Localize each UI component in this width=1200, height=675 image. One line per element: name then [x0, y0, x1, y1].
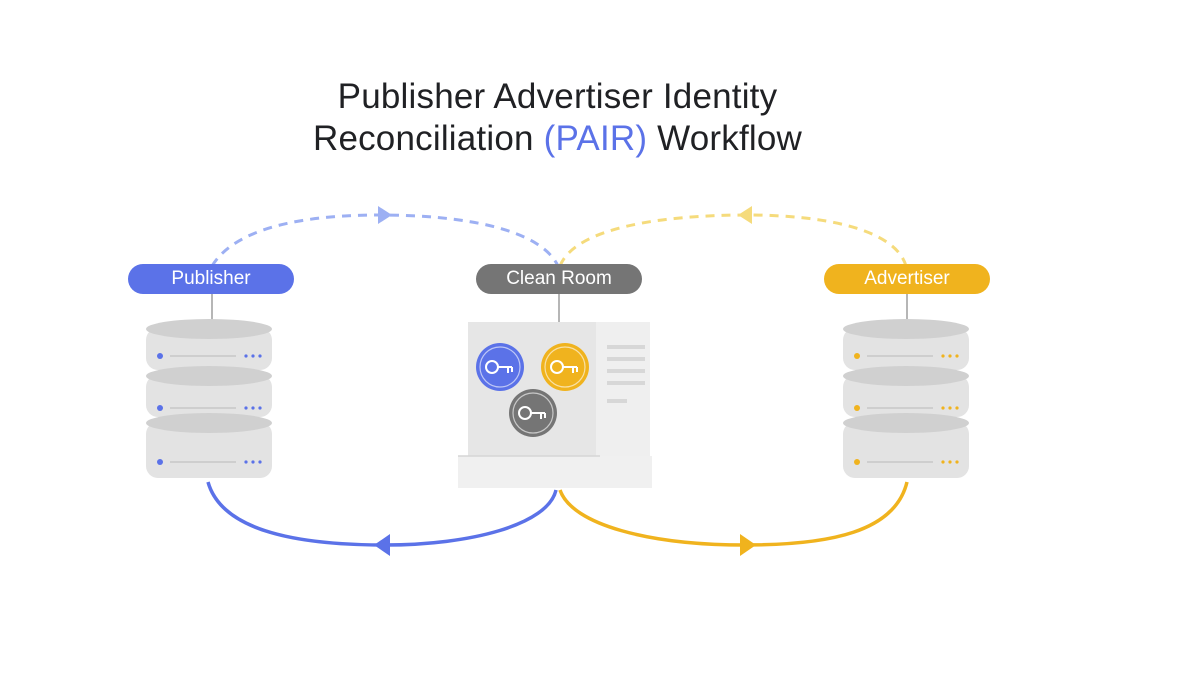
advertiser-key-icon — [541, 343, 589, 391]
title-line-1: Publisher Advertiser Identity — [337, 77, 778, 116]
clean-room-label: Clean Room — [476, 264, 642, 294]
title-line-2-start: Reconciliation — [312, 119, 534, 158]
advertiser-database-icon — [843, 319, 969, 478]
diagram-title: Publisher Advertiser Identity Reconcilia… — [0, 76, 1115, 160]
advertiser-solid-arrowhead — [740, 534, 756, 556]
advertiser-dashed-arc — [558, 213, 908, 267]
publisher-label: Publisher — [128, 264, 294, 294]
publisher-solid-arrowhead — [374, 534, 390, 556]
publisher-database-icon — [146, 319, 272, 478]
advertiser-label: Advertiser — [824, 264, 990, 294]
publisher-dashed-arc — [210, 213, 560, 267]
title-line-2: Reconciliation (PAIR) Workflow — [0, 118, 1115, 160]
title-line-2-end: Workflow — [657, 119, 803, 158]
publisher-dashed-arrowhead — [378, 206, 392, 224]
publisher-key-icon — [476, 343, 524, 391]
advertiser-solid-arc — [558, 481, 909, 547]
publisher-solid-arc — [206, 481, 558, 547]
title-acronym: (PAIR) — [543, 119, 648, 158]
combined-key-icon — [509, 389, 557, 437]
advertiser-dashed-arrowhead — [738, 206, 752, 224]
